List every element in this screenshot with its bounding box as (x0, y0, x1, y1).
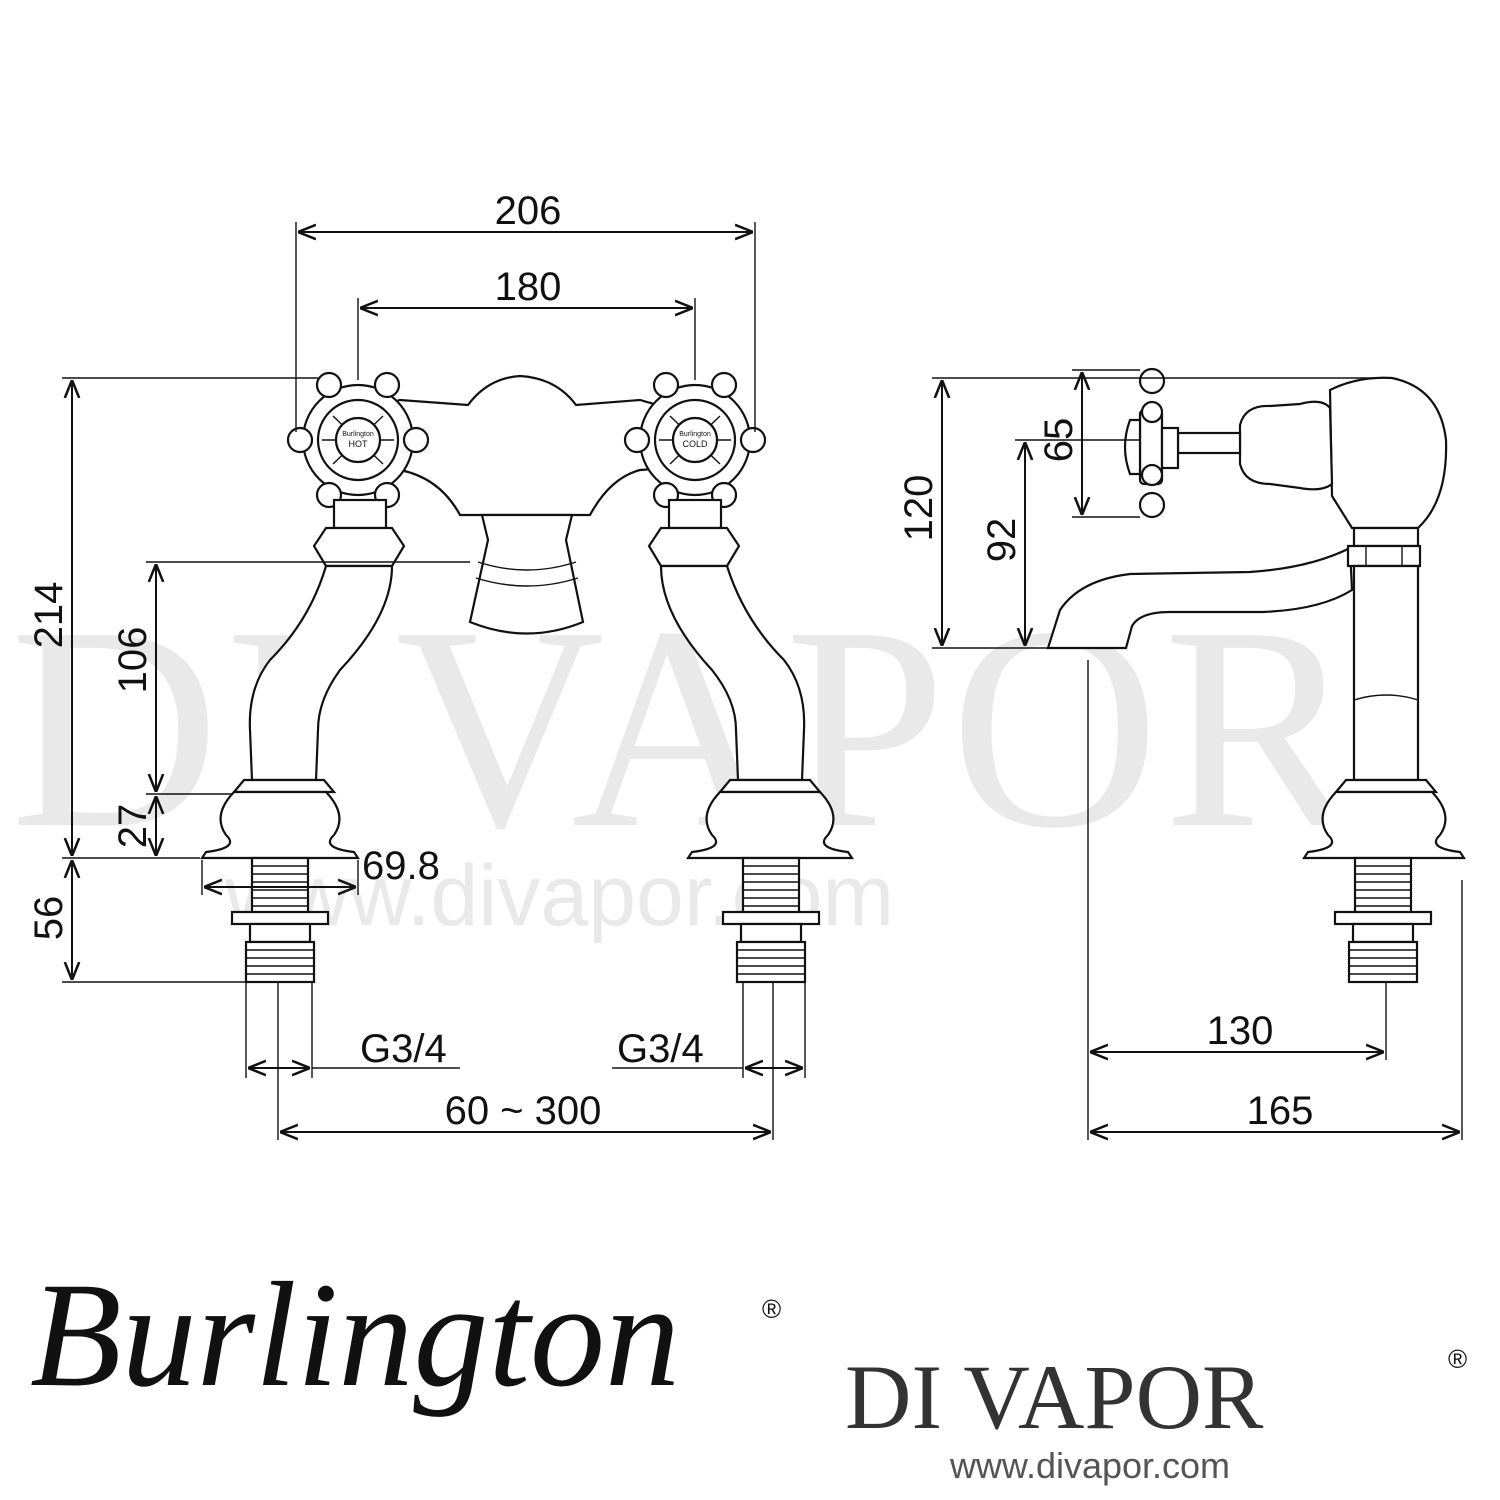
dim-thread-left: G3/4 (360, 1027, 447, 1071)
footer: Burlington ® DI VAPOR ® www.divapor.com (30, 1252, 1467, 1486)
divapor-url: www.divapor.com (949, 1445, 1230, 1486)
dim-tail-length: 56 (27, 896, 71, 941)
hot-label: HOT (349, 439, 369, 449)
dim-thread-right: G3/4 (617, 1027, 704, 1071)
dim-width-overall: 206 (495, 189, 562, 233)
hot-handle-brand: Burlington (342, 431, 374, 438)
side-view-dimensions: 120 92 65 130 165 (897, 369, 1463, 1140)
cold-label: COLD (682, 439, 708, 449)
front-view-dimensions: 206 180 214 106 27 56 69.8 G3/4 (27, 189, 806, 1140)
burlington-reg-mark: ® (762, 1294, 781, 1324)
dim-centres-range: 60 ~ 300 (445, 1089, 602, 1133)
divapor-logo: DI VAPOR (845, 1346, 1264, 1448)
dim-spout-drop: 106 (111, 627, 155, 694)
side-view-tap (1046, 367, 1467, 984)
cold-handle-brand: Burlington (679, 431, 711, 438)
dim-body-height: 120 (897, 475, 941, 542)
front-view-tap: Burlington HOT (199, 371, 855, 984)
dim-projection-inner: 130 (1207, 1009, 1274, 1053)
burlington-logo: Burlington (30, 1252, 680, 1418)
dim-base-height: 27 (111, 804, 155, 849)
dim-projection-overall: 165 (1247, 1089, 1314, 1133)
dim-handle-centres: 180 (495, 265, 562, 309)
divapor-reg-mark: ® (1448, 1344, 1467, 1374)
dim-base-diameter: 69.8 (362, 844, 440, 888)
dim-height-overall: 214 (27, 582, 71, 649)
cold-handle: Burlington COLD (623, 371, 855, 984)
dim-spout-height: 92 (980, 518, 1024, 563)
hot-handle: Burlington HOT (199, 371, 430, 984)
dim-handle-height: 65 (1037, 418, 1081, 463)
